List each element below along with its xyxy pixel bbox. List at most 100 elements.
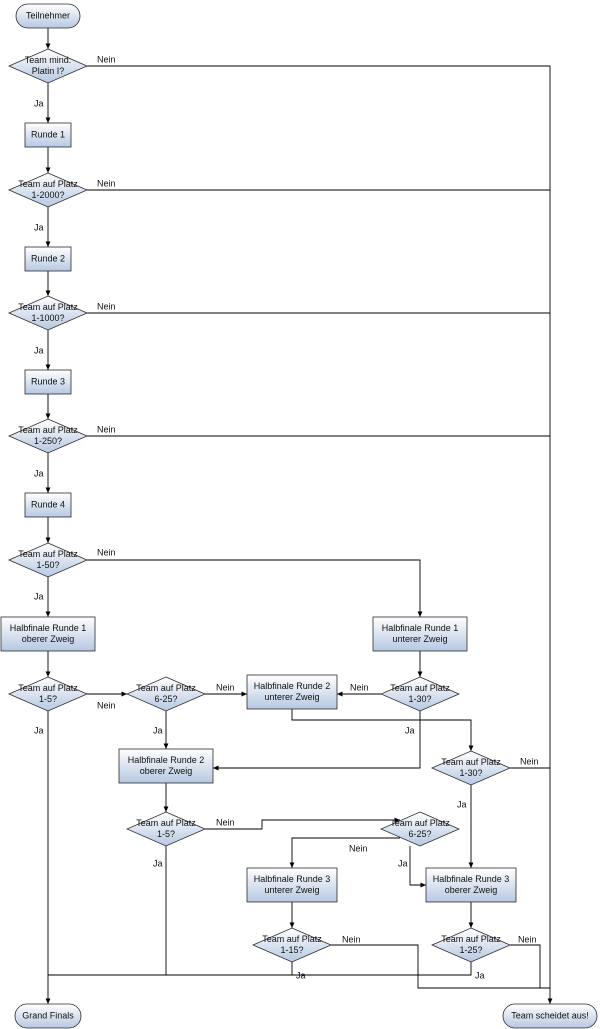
edge-label-no: Nein (97, 301, 116, 311)
edge-label-no: Nein (97, 424, 116, 434)
edge-label-yes: Ja (475, 970, 485, 980)
node-label: Team auf Platz (18, 179, 78, 189)
edge-label-no: Nein (520, 756, 539, 766)
connector-line (292, 962, 472, 976)
node-label: Team auf Platz (262, 934, 322, 944)
connector-line (510, 944, 541, 988)
node-label: Runde 2 (31, 253, 65, 263)
node-label: oberer Zweig (140, 766, 193, 776)
edge-label-no: Nein (97, 700, 116, 710)
node-label: Team auf Platz (441, 757, 501, 767)
node-label: 1-25? (459, 945, 482, 955)
node-label: Team scheidet aus! (511, 1010, 589, 1020)
edge-label-no: Nein (97, 178, 116, 188)
node-label: Halbfinale Runde 3 (433, 874, 510, 884)
node-label: Team auf Platz (18, 549, 78, 559)
node-label: 1-5? (39, 694, 57, 704)
decision-diamond (7, 676, 89, 712)
node-label: Team auf Platz (18, 425, 78, 435)
node-label: 1-30? (408, 694, 431, 704)
node-label: 1-30? (459, 768, 482, 778)
process-box (246, 674, 338, 710)
decision-diamond (7, 542, 89, 578)
connector-line (205, 817, 400, 830)
node-label: Team auf Platz (441, 934, 501, 944)
connector-line (87, 559, 423, 617)
edge-label-yes: Ja (296, 970, 306, 980)
edge-label-no: Nein (216, 817, 235, 827)
process-box (24, 369, 72, 395)
node-label: Platin I? (32, 66, 65, 76)
edge-label-no: Nein (518, 934, 537, 944)
node-label: Teilnehmer (26, 10, 70, 20)
node-label: Halbfinale Runde 1 (10, 623, 87, 633)
node-label: 1-50? (36, 560, 59, 570)
process-box (0, 616, 96, 652)
node-label: 1-15? (280, 945, 303, 955)
process-box (24, 492, 72, 518)
edge-label-no: Nein (349, 843, 368, 853)
node-label: Team auf Platz (18, 302, 78, 312)
edge-label-yes: Ja (457, 799, 467, 809)
node-runde4: Runde 4 (24, 492, 72, 518)
node-label: Team mind. (25, 55, 72, 65)
decision-diamond (7, 418, 89, 454)
edge-label-no: Nein (350, 682, 369, 692)
decision-diamond (7, 172, 89, 208)
decision-diamond (125, 676, 207, 712)
connector-line (409, 846, 426, 888)
terminal-capsule (15, 3, 81, 29)
node-label: 6-25? (408, 829, 431, 839)
process-box (24, 246, 72, 272)
decision-diamond (430, 750, 512, 786)
process-box (118, 748, 214, 784)
edge-label-yes: Ja (405, 725, 415, 735)
decision-diamond (251, 927, 333, 963)
connector-line (48, 962, 293, 976)
edge-label-yes: Ja (34, 468, 44, 478)
terminal-capsule (502, 1003, 598, 1029)
node-label: Halbfinale Runde 1 (382, 623, 459, 633)
node-label: Halbfinale Runde 3 (254, 874, 331, 884)
decision-diamond (7, 48, 89, 84)
node-label: Grand Finals (22, 1010, 74, 1020)
node-runde1: Runde 1 (24, 122, 72, 148)
connector-lines (45, 28, 553, 1004)
edge-label-yes: Ja (34, 98, 44, 108)
node-label: 1-2000? (31, 190, 64, 200)
edge-label-no: Nein (342, 934, 361, 944)
edge-label-no: Nein (97, 54, 116, 64)
edge-label-yes: Ja (153, 725, 163, 735)
node-label: Team auf Platz (390, 818, 450, 828)
connector-line (291, 709, 474, 751)
process-box (372, 616, 468, 652)
node-label: Runde 1 (31, 129, 65, 139)
node-label: 1-1000? (31, 313, 64, 323)
node-teilnehmer: Teilnehmer (15, 3, 81, 29)
decision-diamond (430, 927, 512, 963)
node-ausgeschieden: Team scheidet aus! (502, 1003, 598, 1029)
connector-line (289, 837, 400, 868)
decision-diamond (379, 811, 461, 847)
decision-diamond (125, 811, 207, 847)
process-box (425, 867, 517, 903)
connector-line (331, 944, 550, 989)
node-label: Runde 4 (31, 499, 65, 509)
node-label: oberer Zweig (22, 634, 75, 644)
